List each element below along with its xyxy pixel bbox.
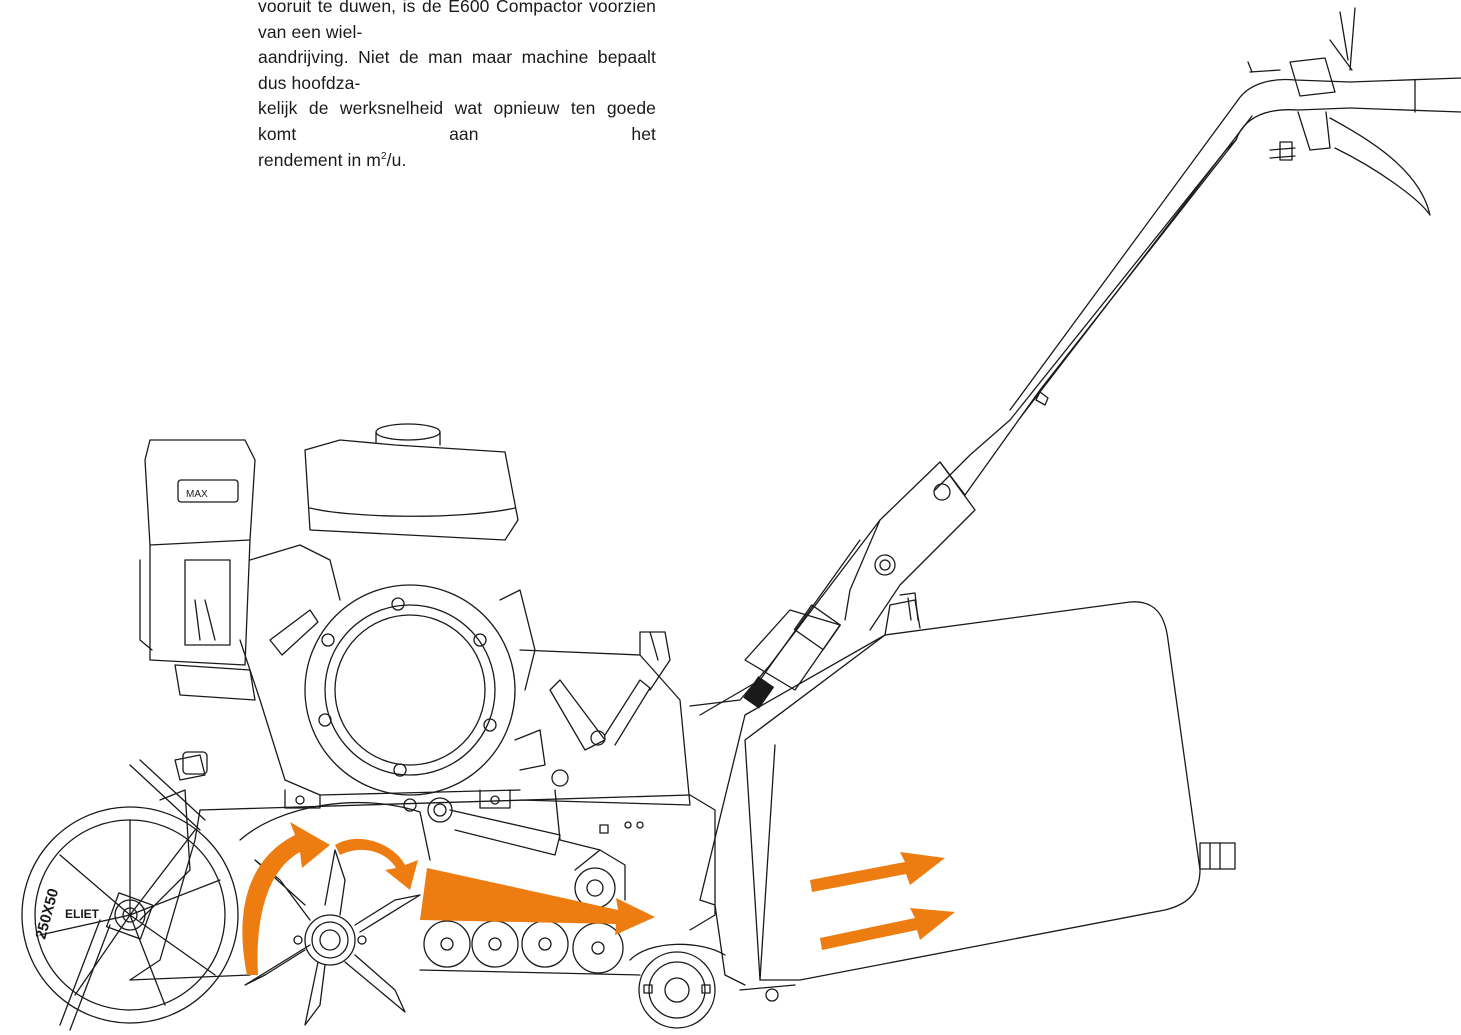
text-line: kelijk de werksnelheid wat opnieuw ten g… [258,98,656,144]
engine: MAX [139,423,546,809]
front-wheel [629,943,726,1029]
engine-plate-text: MAX [186,489,208,500]
flow-arrows [242,822,955,975]
article-text: vooruit te duwen, is de E600 Compactor v… [258,0,656,173]
text-line-last: rendement in m2/u. [258,149,407,170]
rotor [244,849,421,1026]
brand-label: ELIET [65,907,100,921]
rear-wheel: 250X50 ELIET [21,751,239,1031]
collection-box [699,592,1236,1002]
handle-arms [689,419,1011,716]
chassis [129,631,716,981]
handle [964,7,1461,496]
text-line: aandrijving. Niet de man maar machine be… [258,47,656,93]
text-line: vooruit te duwen, is de E600 Compactor v… [258,0,656,42]
rollers [419,920,641,976]
